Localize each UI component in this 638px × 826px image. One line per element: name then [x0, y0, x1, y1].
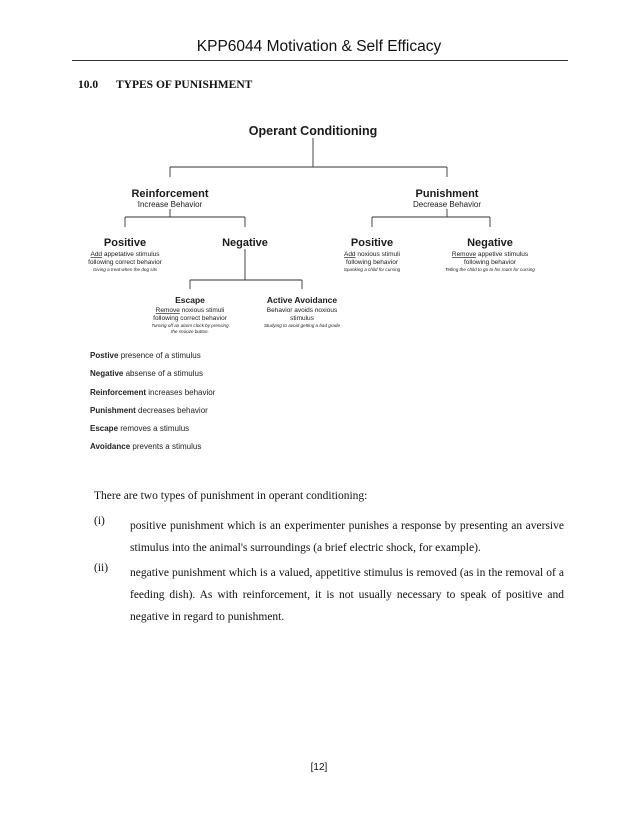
section-title: TYPES OF PUNISHMENT: [116, 79, 253, 91]
escape-example-2: the snooze button.: [171, 329, 209, 334]
reinforcement-subtitle: Increase Behavior: [138, 200, 203, 209]
terms-legend: Postive presence of a stimulus Negative …: [90, 350, 215, 460]
operant-conditioning-diagram: Operant Conditioning Reinforcement Incre…: [70, 115, 570, 345]
p-positive-example: Spanking a child for cursing: [344, 267, 401, 272]
legend-term: Negative: [90, 369, 124, 379]
avoidance-title: Active Avoidance: [267, 295, 338, 305]
legend-desc: increases behavior: [146, 387, 216, 397]
r-positive-example: Giving a treat when the dog sits: [93, 267, 158, 272]
list-text: positive punishment which is an experime…: [130, 520, 564, 554]
list-marker: (i): [94, 515, 105, 527]
list-text: negative punishment which is a valued, a…: [130, 567, 564, 623]
diagram-svg: Operant Conditioning Reinforcement Incre…: [88, 124, 535, 334]
legend-desc: removes a stimulus: [118, 424, 190, 434]
r-positive-line2: following correct behavior: [88, 259, 163, 266]
legend-term: Escape: [90, 424, 119, 434]
legend-desc: prevents a stimulus: [130, 442, 202, 452]
legend-desc: decreases behavior: [135, 405, 208, 415]
legend-item: Avoidance prevents a stimulus: [90, 441, 215, 459]
list-marker: (ii): [94, 562, 109, 574]
escape-line2: following correct behavior: [153, 315, 228, 322]
avoidance-line1: Behavior avoids noxious: [267, 307, 338, 314]
p-negative-title: Negative: [467, 237, 513, 249]
reinforcement-title: Reinforcement: [131, 188, 208, 200]
legend-term: Avoidance: [90, 442, 131, 452]
p-positive-title: Positive: [351, 237, 393, 249]
legend-term: Punishment: [90, 405, 136, 415]
legend-term: Reinforcement: [90, 387, 147, 397]
legend-item: Postive presence of a stimulus: [90, 350, 215, 368]
p-negative-line2: following behavior: [464, 259, 517, 266]
section-heading: 10.0 TYPES OF PUNISHMENT: [78, 79, 252, 91]
avoidance-example: Studying to avoid getting a bad grade: [264, 323, 341, 328]
page-header-title: KPP6044 Motivation & Self Efficacy: [196, 38, 442, 55]
legend-term: Postive: [90, 351, 119, 360]
legend-item: Escape removes a stimulus: [90, 423, 215, 441]
legend-desc: absense of a stimulus: [123, 369, 203, 379]
escape-title: Escape: [175, 295, 205, 305]
r-positive-title: Positive: [104, 237, 146, 249]
p-positive-line1: Add noxious stimuli: [344, 251, 400, 258]
connector-lines: [124, 138, 491, 289]
p-negative-example: Telling the child to go to his room for …: [445, 267, 535, 272]
r-negative-title: Negative: [222, 237, 268, 249]
punishment-subtitle: Decrease Behavior: [413, 200, 481, 209]
legend-item: Reinforcement increases behavior: [90, 387, 215, 405]
p-negative-line1: Remove appetive stimulus: [452, 251, 529, 258]
p-positive-line2: following behavior: [346, 259, 399, 266]
intro-paragraph: There are two types of punishment in ope…: [94, 490, 368, 502]
r-positive-line1: Add appetative stimulus: [90, 251, 160, 258]
diagram-root: Operant Conditioning: [249, 124, 377, 138]
avoidance-line2: stimulus: [290, 315, 315, 322]
legend-desc: presence of a stimulus: [118, 351, 201, 360]
escape-line1: Remove noxious stimuli: [156, 307, 225, 314]
punishment-title: Punishment: [416, 188, 479, 200]
header-rule: [72, 60, 568, 61]
escape-example-1: Turning off an alarm clock by pressing: [151, 323, 229, 328]
section-number: 10.0: [78, 79, 99, 91]
page-number: [12]: [310, 762, 328, 773]
legend-item: Punishment decreases behavior: [90, 405, 215, 423]
legend-item: Negative absense of a stimulus: [90, 368, 215, 386]
